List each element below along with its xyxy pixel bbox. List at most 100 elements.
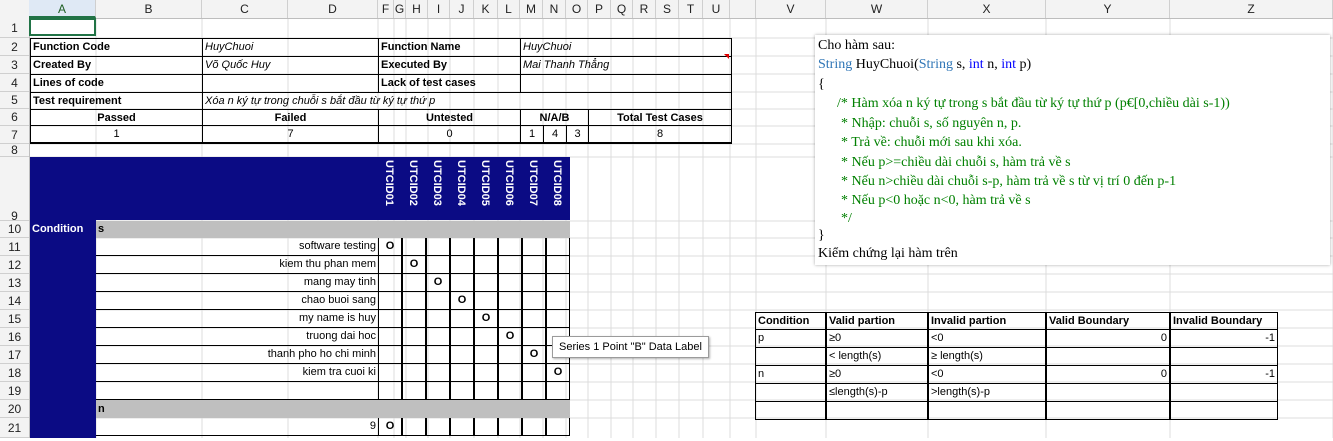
matrix-cell[interactable] (522, 256, 546, 274)
row-header[interactable]: 3 (0, 56, 29, 74)
column-header[interactable]: X (928, 0, 1046, 18)
matrix-cell[interactable] (402, 274, 426, 292)
row-header[interactable]: 14 (0, 292, 29, 310)
row-header[interactable]: 1 (0, 18, 29, 38)
row-header[interactable]: 7 (0, 126, 29, 144)
partition-cell[interactable] (755, 348, 826, 366)
executed-by-value[interactable]: Mai Thanh Thẳng (520, 56, 732, 74)
partition-cell[interactable]: >length(s)-p (928, 384, 1046, 402)
s-value-cell[interactable]: kiem tra cuoi ki (96, 364, 378, 382)
row-header[interactable]: 19 (0, 382, 29, 400)
matrix-cell[interactable] (522, 418, 546, 436)
s-value-cell[interactable]: software testing (96, 238, 378, 256)
function-code-value[interactable]: HuyChuoi (202, 38, 378, 56)
column-header[interactable]: J (450, 0, 474, 18)
matrix-cell[interactable] (522, 274, 546, 292)
column-header[interactable]: U (703, 0, 730, 18)
matrix-cell[interactable] (426, 382, 450, 400)
matrix-cell[interactable] (498, 346, 522, 364)
matrix-cell[interactable] (378, 274, 402, 292)
partition-cell[interactable] (1170, 384, 1278, 402)
column-header[interactable]: Q (611, 0, 633, 18)
partition-cell[interactable] (755, 384, 826, 402)
column-header[interactable]: O (566, 0, 588, 18)
s-value-cell[interactable] (96, 382, 378, 400)
row-header[interactable]: 6 (0, 109, 29, 126)
column-header[interactable] (730, 0, 756, 18)
matrix-cell[interactable]: O (546, 364, 570, 382)
column-header[interactable]: D (288, 0, 378, 18)
matrix-cell[interactable] (450, 274, 474, 292)
matrix-cell[interactable] (378, 382, 402, 400)
matrix-cell[interactable] (450, 346, 474, 364)
partition-cell[interactable]: p (755, 330, 826, 348)
column-header[interactable]: K (474, 0, 498, 18)
column-header[interactable]: G (394, 0, 406, 18)
matrix-cell[interactable] (522, 292, 546, 310)
column-header[interactable]: V (756, 0, 826, 18)
column-header[interactable]: C (202, 0, 288, 18)
s-value-cell[interactable]: mang may tinh (96, 274, 378, 292)
matrix-cell[interactable] (474, 274, 498, 292)
matrix-cell[interactable] (546, 310, 570, 328)
matrix-cell[interactable] (450, 310, 474, 328)
matrix-cell[interactable] (378, 346, 402, 364)
partition-cell[interactable] (1046, 402, 1170, 420)
lines-of-code-value[interactable] (202, 74, 378, 92)
column-header[interactable]: T (679, 0, 703, 18)
partition-cell[interactable]: -1 (1170, 366, 1278, 384)
matrix-cell[interactable] (498, 274, 522, 292)
created-by-value[interactable]: Võ Quốc Huy (202, 56, 378, 74)
matrix-cell[interactable] (402, 382, 426, 400)
partition-cell[interactable]: 0 (1046, 366, 1170, 384)
partition-cell[interactable] (755, 402, 826, 420)
matrix-cell[interactable] (402, 310, 426, 328)
column-header[interactable]: L (498, 0, 520, 18)
matrix-cell[interactable] (498, 418, 522, 436)
s-value-cell[interactable]: kiem thu phan mem (96, 256, 378, 274)
matrix-cell[interactable] (546, 418, 570, 436)
matrix-cell[interactable] (450, 382, 474, 400)
matrix-cell[interactable] (426, 418, 450, 436)
row-header[interactable]: 4 (0, 74, 29, 92)
lack-of-test-value[interactable] (520, 74, 732, 92)
test-requirement-value[interactable]: Xóa n ký tự trong chuỗi s bắt đầu từ ký … (202, 92, 732, 109)
matrix-cell[interactable]: O (402, 256, 426, 274)
matrix-cell[interactable] (546, 274, 570, 292)
matrix-cell[interactable] (426, 346, 450, 364)
total-value[interactable]: 8 (588, 126, 732, 144)
a-count[interactable]: 4 (543, 126, 566, 144)
partition-cell[interactable] (1046, 348, 1170, 366)
column-header[interactable]: R (633, 0, 656, 18)
matrix-cell[interactable] (426, 364, 450, 382)
matrix-cell[interactable] (426, 328, 450, 346)
matrix-cell[interactable]: O (378, 418, 402, 436)
matrix-cell[interactable] (522, 328, 546, 346)
row-header[interactable]: 18 (0, 364, 29, 382)
matrix-cell[interactable] (522, 310, 546, 328)
matrix-cell[interactable] (402, 364, 426, 382)
partition-cell[interactable]: ≤length(s)-p (826, 384, 928, 402)
column-header[interactable]: S (656, 0, 679, 18)
row-header[interactable]: 9 (0, 157, 29, 223)
matrix-cell[interactable] (402, 292, 426, 310)
partition-cell[interactable]: n (755, 366, 826, 384)
row-header[interactable]: 8 (0, 144, 29, 157)
row-header[interactable]: 21 (0, 418, 29, 438)
matrix-cell[interactable] (498, 382, 522, 400)
row-header[interactable]: 11 (0, 238, 29, 256)
row-header[interactable]: 13 (0, 274, 29, 292)
column-header[interactable]: Z (1170, 0, 1333, 18)
row-header[interactable]: 12 (0, 256, 29, 274)
n-count[interactable]: 1 (520, 126, 543, 144)
n-value-cell[interactable]: 9 (96, 418, 378, 436)
matrix-cell[interactable] (450, 328, 474, 346)
matrix-cell[interactable] (474, 346, 498, 364)
active-cell-a1[interactable] (29, 18, 96, 36)
matrix-cell[interactable]: O (450, 292, 474, 310)
comment-indicator[interactable] (724, 54, 729, 59)
partition-cell[interactable] (826, 402, 928, 420)
matrix-cell[interactable] (546, 238, 570, 256)
matrix-cell[interactable]: O (522, 346, 546, 364)
s-value-cell[interactable]: my name is huy (96, 310, 378, 328)
